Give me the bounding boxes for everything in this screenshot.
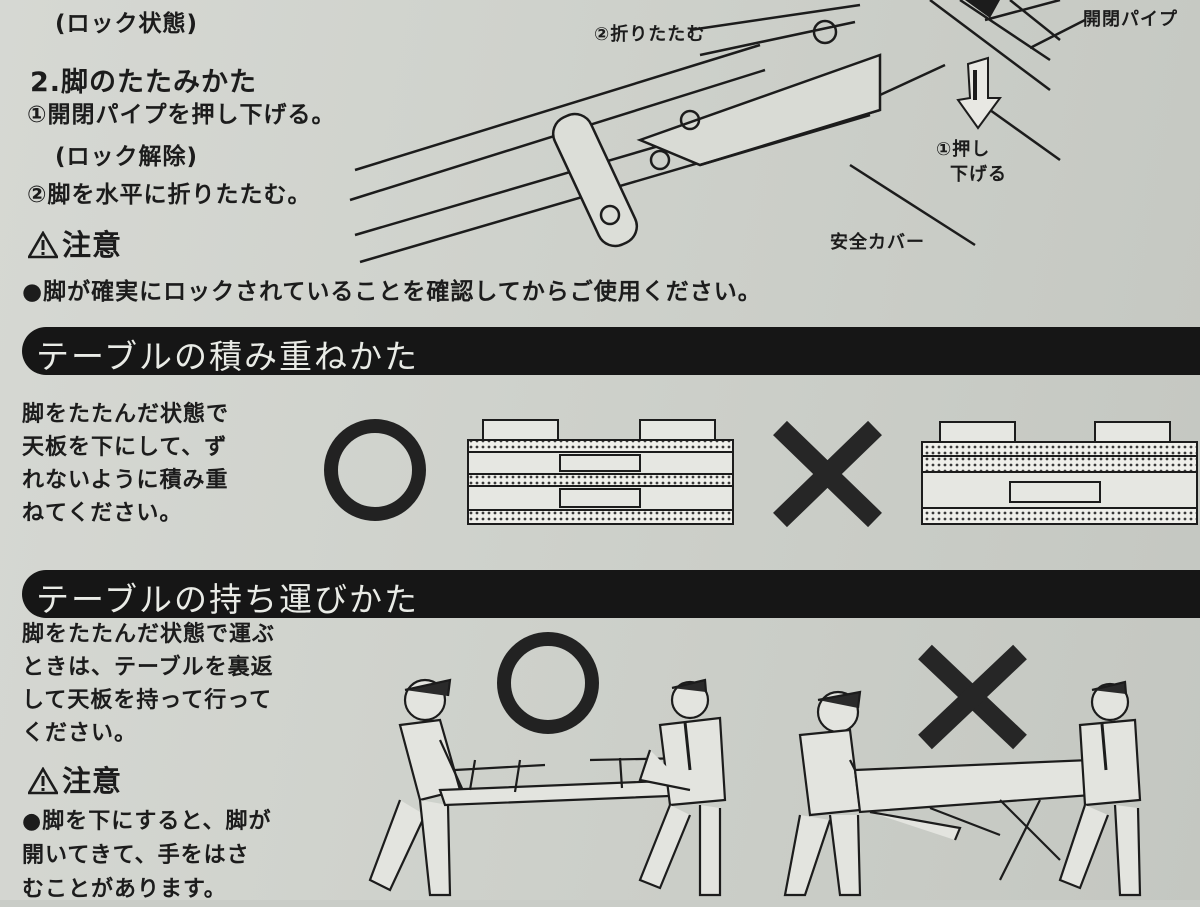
push-down-arrow-icon [956, 56, 1002, 130]
label-push-1: ①押し [936, 139, 991, 160]
fold-title: 2.脚のたたみかた [30, 67, 258, 98]
carry-wrong-cross-icon [918, 644, 1027, 750]
carry-correct-circle-icon [497, 632, 599, 734]
carry-caution-heading: 注意 [26, 758, 123, 802]
label-fold: ②折りたたむ [594, 24, 706, 45]
stack-section-title: テーブルの積み重ねかた [36, 337, 420, 376]
carry-wrong-illustration [783, 680, 1142, 897]
stack-wrong-cross-icon [773, 420, 882, 528]
label-push-2: 下げる [950, 164, 1007, 185]
caution-heading: 注意 [26, 222, 123, 266]
stack-correct-illustration [467, 419, 734, 525]
caution-label: 注意 [62, 228, 123, 262]
carry-caution-text: ●脚を下にすると、脚が 開いてきて、手をはさ むことがあります。 [22, 809, 272, 902]
stack-section-banner: テーブルの積み重ねかた [22, 327, 1200, 376]
leg-fold-diagram [349, 0, 1086, 264]
stack-wrong-illustration [921, 421, 1198, 525]
stack-instructions: 脚をたたんだ状態で 天板を下にして、ず れないように積み重 ねてください。 [22, 402, 230, 526]
label-pipe: 開閉パイプ [1083, 9, 1178, 30]
fold-step1: ①開閉パイプを押し下げる。 [27, 102, 336, 128]
carry-correct-illustration [368, 678, 727, 897]
fold-step2: ②脚を水平に折りたたむ。 [27, 182, 312, 208]
caution-text: ●脚が確実にロックされていることを確認してからご使用ください。 [22, 279, 762, 305]
stack-correct-circle-icon [324, 419, 426, 521]
fold-step1-sub: (ロック解除) [55, 144, 199, 170]
carry-instructions: 脚をたたんだ状態で運ぶ ときは、テーブルを裏返 して天板を持って行って ください… [22, 622, 276, 746]
carry-section-title: テーブルの持ち運びかた [36, 580, 420, 619]
warning-triangle-icon [26, 766, 60, 802]
corner-mark [965, 0, 1000, 18]
lock-state-text: (ロック状態) [55, 11, 199, 37]
carry-section-banner: テーブルの持ち運びかた [22, 570, 1200, 619]
carry-caution-label: 注意 [62, 764, 123, 798]
label-cover: 安全カバー [830, 232, 925, 253]
warning-triangle-icon [26, 230, 60, 266]
